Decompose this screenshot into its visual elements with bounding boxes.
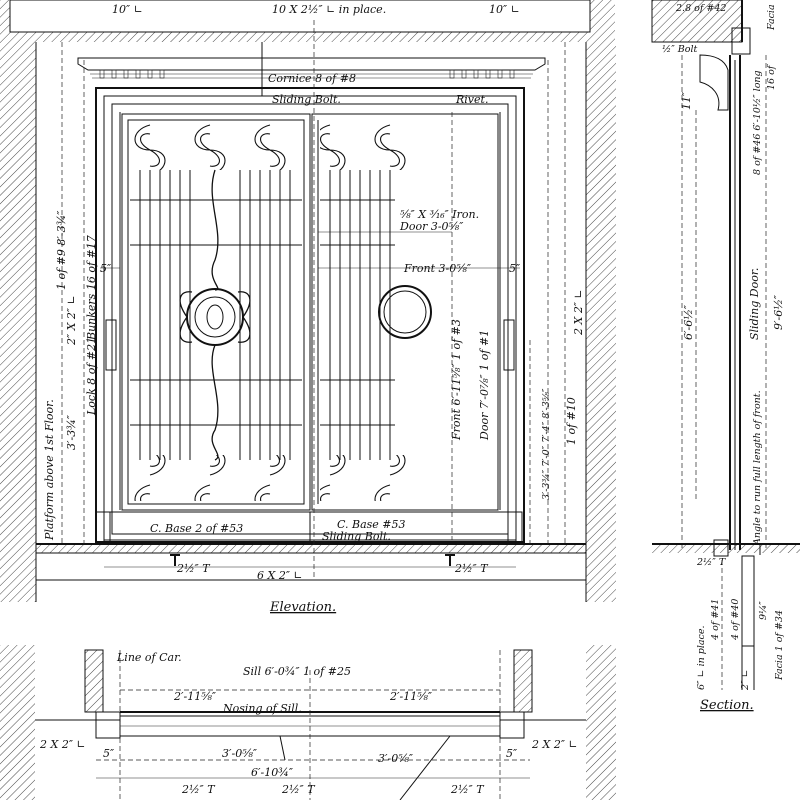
label-c-base-53: C. Base #53 [337,518,406,531]
label-front-width: Front 3-0⁵⁄₈″ [403,262,472,275]
label-sec-4of41: 4 of #41 [710,599,721,641]
label-sill-right: 2′-11⁵⁄₈″ [389,690,433,703]
label-bunkers: Bunkers 16 of #17 [85,235,98,341]
label-sec-2-5T: 2½″ T [696,557,726,568]
elevation-view: 10″ ∟ 10 X 2½″ ∟ in place. 10″ ∟ Cornice… [0,0,616,615]
label-sec-9-6: 9′-6½″ [772,294,785,330]
label-left-angle: 2″ X 2″ ∟ [65,295,78,346]
label-plan-overall: 6′-10¾″ [251,766,294,779]
label-sec-11: 11″ [680,91,693,110]
label-plan-3-right: 3′-0⁵⁄₈″ [378,752,414,765]
label-top-channel: 10 X 2½″ ∟ in place. [272,3,386,16]
label-sill: Sill 6′-0¾″ 1 of #25 [243,665,351,678]
elevation-dimension-lines [61,20,566,580]
label-sec-6-6: 6′-6½″ [682,304,695,340]
plan-view: Line of Car. Sill 6′-0¾″ 1 of #25 2′-11⁵… [0,645,616,800]
label-plan-t-left: 2½″ T [181,783,216,796]
cornice-dentils [99,69,515,79]
label-top-right-channel: 10″ ∟ [489,3,520,16]
label-sec-facia: Facia 1 of #34 [774,610,785,681]
label-dim-5-right: 5″ [509,262,521,275]
label-sec-4of40: 4 of #40 [730,599,741,641]
label-right-10: 1 of #10 [565,397,578,445]
label-sec-sliding-door: Sliding Door. [748,268,761,340]
label-plan-5-left: 5″ [103,747,115,760]
label-door-width: Door 3-0⁵⁄₈″ [399,220,464,233]
label-sliding-bolt-bottom: Sliding Bolt. [322,530,391,543]
label-sec-bolt: ½″ Bolt [662,44,698,55]
title-section: Section. [700,698,754,713]
label-cornice: Cornice 8 of #8 [268,72,356,85]
right-sliding-door [311,113,499,511]
label-sill-left: 2′-11⁵⁄₈″ [173,690,217,703]
label-t-right: 2½″ T [454,562,489,575]
label-right-angle: 2 X 2″ ∟ [572,289,585,336]
label-plan-t-mid: 2½″ T [281,783,316,796]
label-plan-right-angle: 2 X 2″ ∟ [531,738,578,751]
label-left-dim-9: 1 of #9 8′-3¾″ [55,210,68,290]
label-sliding-bolt-top: Sliding Bolt. [272,93,341,106]
label-sec-8of46: 8 of #46 6′-10½″ long [752,70,763,175]
label-top-left-channel: 10″ ∟ [112,3,143,16]
label-plan-3-left: 3′-0⁵⁄₈″ [222,747,258,760]
title-elevation: Elevation. [269,600,336,615]
left-wall-hatch [0,42,36,602]
label-front-height: Front 6′-11⁵⁄₈″ 1 of #3 [450,319,463,441]
label-sec-9: 9¼″ [758,601,769,620]
left-ornamental-door [121,113,311,511]
label-platform: Platform above 1st Floor. [43,399,56,541]
label-sec-6in: 6″ ∟ in place. [696,625,707,690]
label-rivet: Rivet. [455,93,488,106]
label-plan-t-right: 2½″ T [450,783,485,796]
label-sec-facia-top: Facia [766,4,777,31]
label-c-base-2: C. Base 2 of #53 [150,522,243,535]
label-sec-16of: 16 of [766,64,777,90]
label-dim-5-left: 5″ [100,262,112,275]
label-nosing: Nosing of Sill. [222,702,302,715]
label-iron: ⁵⁄₈″ X ³⁄₁₆″ Iron. [400,208,479,221]
label-line-of-car: Line of Car. [116,651,182,664]
label-sec-top: 2.8 of #42 [675,3,726,14]
label-lock: Lock 8 of #21 [85,337,98,416]
label-plan-left-angle: 2 X 2″ ∟ [39,738,86,751]
right-wall-hatch [586,42,616,602]
label-door-height: Door 7′-0⁷⁄₈″ 1 of #1 [478,330,491,441]
label-t-left: 2½″ T [176,562,211,575]
label-sec-angle: Angle to run full length of front. [752,390,763,546]
label-sec-2L: 2″ ∟ [740,669,751,691]
section-view: 2.8 of #42 ½″ Bolt Facia 8 of #46 6′-10½… [651,0,800,713]
label-channel-bottom: 6 X 2″ ∟ [257,569,303,582]
label-left-3-3: 3′-3¾″ [65,414,78,450]
label-right-dims: 3′-3¾″ 7′-0″ 7′-4″ 8′-3⁵⁄₈″ [541,388,552,500]
label-plan-5-right: 5″ [506,747,518,760]
